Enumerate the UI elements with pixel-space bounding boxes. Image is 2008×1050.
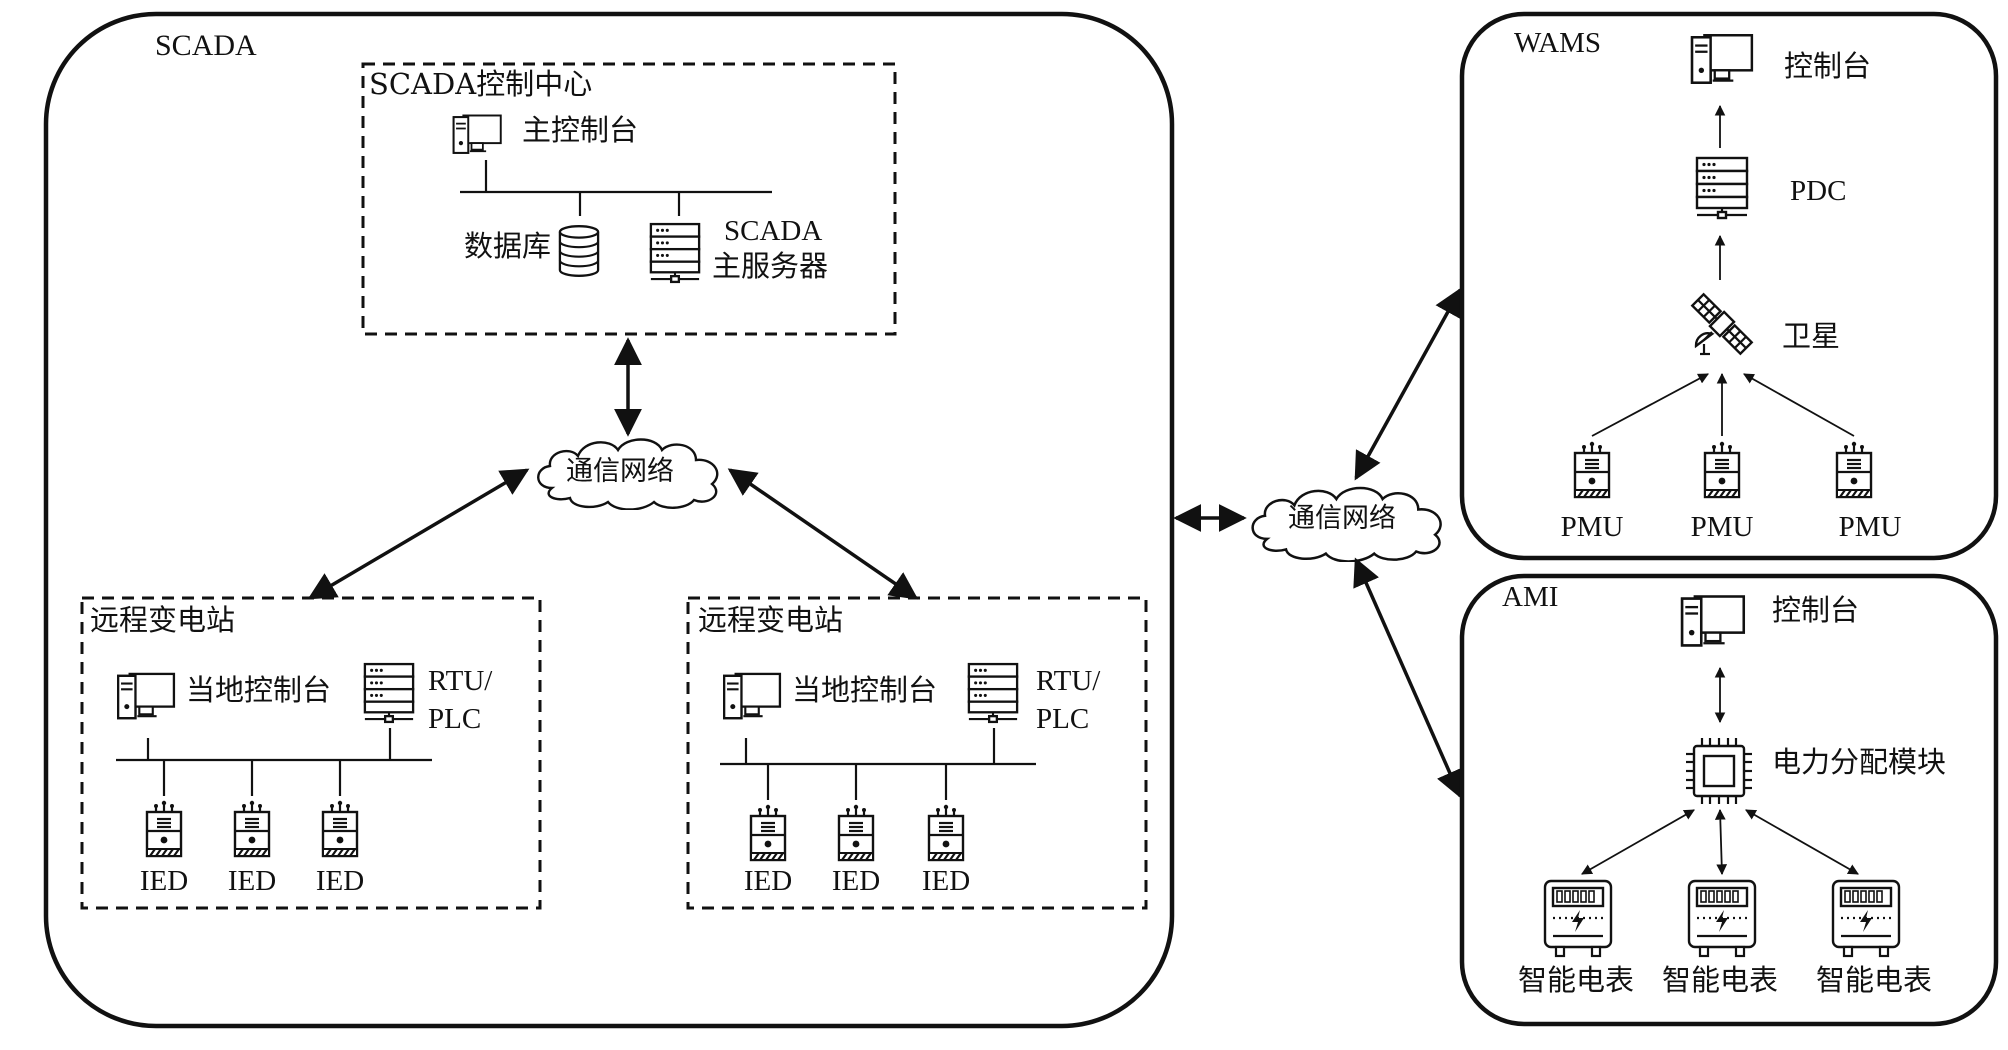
server-label-line2: 主服务器 — [712, 249, 828, 283]
ied-icon — [233, 800, 271, 858]
link-network-wams — [1354, 287, 1462, 481]
ied-label: IED — [140, 865, 188, 897]
meter-label: 智能电表 — [1662, 963, 1778, 997]
ied-label: IED — [316, 865, 364, 897]
pdc-label: PDC — [1790, 175, 1846, 207]
satellite-label: 卫星 — [1782, 319, 1840, 353]
meter-label: 智能电表 — [1816, 963, 1932, 997]
link-module-meter — [1581, 809, 1695, 875]
database-label: 数据库 — [464, 229, 551, 263]
ami-console-label: 控制台 — [1772, 593, 1859, 627]
computer-icon — [1680, 595, 1746, 647]
main-console-label: 主控制台 — [522, 113, 638, 147]
satellite-icon — [1689, 291, 1755, 357]
substation-left: 远程变电站 当地控制台 RTU/ PLC IED IED IED — [80, 596, 542, 910]
smart-meter-icon — [1687, 879, 1757, 958]
ami-border — [1459, 573, 1999, 1027]
server-icon — [649, 222, 701, 284]
substation-title: 远程变电站 — [90, 603, 235, 637]
pmu-label: PMU — [1839, 511, 1902, 543]
smart-meter-icon — [1543, 879, 1613, 958]
server-icon — [967, 662, 1019, 724]
ied-label: IED — [228, 865, 276, 897]
rtu-label-line1: RTU/ — [1036, 665, 1101, 697]
ied-icon — [321, 800, 359, 858]
ied-label: IED — [832, 865, 880, 897]
ami-title: AMI — [1502, 581, 1558, 613]
ied-icon — [837, 804, 875, 862]
module-label: 电力分配模块 — [1772, 745, 1946, 779]
smart-meter-icon — [1831, 879, 1901, 958]
server-icon — [363, 662, 415, 724]
computer-icon — [452, 114, 502, 155]
pmu-label: PMU — [1691, 511, 1754, 543]
link-network-substation-right — [727, 468, 919, 600]
middle-network: 通信网络 — [1173, 287, 1463, 799]
link-pmu-satellite — [1591, 373, 1709, 437]
database-icon — [558, 225, 600, 277]
ied-icon — [927, 804, 965, 862]
scada-network-label: 通信网络 — [566, 456, 674, 487]
rtu-label-line2: PLC — [428, 703, 481, 735]
wams-border — [1459, 11, 1999, 561]
substation-right: 远程变电站 当地控制台 RTU/ PLC IED IED IED — [686, 596, 1148, 910]
server-icon — [1695, 156, 1749, 220]
rtu-label-line2: PLC — [1036, 703, 1089, 735]
ied-label: IED — [744, 865, 792, 897]
wams-console-label: 控制台 — [1784, 49, 1871, 83]
wams-panel: WAMS 控制台 PDC 卫星 PMU PMU PMU — [1459, 11, 1999, 561]
substation-box — [686, 596, 1148, 910]
control-center-box — [361, 62, 897, 336]
substation-box — [80, 596, 542, 910]
link-network-ami — [1353, 557, 1463, 799]
link-module-meter — [1745, 809, 1859, 875]
chip-icon — [1684, 736, 1754, 806]
local-console-label: 当地控制台 — [186, 673, 331, 707]
ied-icon — [749, 804, 787, 862]
scada-title: SCADA — [155, 29, 257, 62]
wams-title: WAMS — [1514, 27, 1601, 59]
pmu-icon — [1835, 440, 1873, 499]
meter-label: 智能电表 — [1518, 963, 1634, 997]
computer-icon — [722, 672, 782, 720]
link-network-substation-left — [307, 468, 530, 600]
link-pmu-satellite — [1743, 373, 1855, 437]
local-console-label: 当地控制台 — [792, 673, 937, 707]
ied-label: IED — [922, 865, 970, 897]
ied-icon — [145, 800, 183, 858]
link-module-meter — [1714, 808, 1728, 876]
server-label-line1: SCADA — [724, 215, 822, 247]
scada-control-center: SCADA控制中心 主控制台 数据库 SCADA 主服务器 — [361, 62, 897, 336]
pmu-icon — [1703, 440, 1741, 499]
scada-border — [43, 11, 1175, 1029]
pmu-icon — [1573, 440, 1611, 499]
middle-network-label: 通信网络 — [1288, 503, 1396, 534]
computer-icon — [116, 672, 176, 720]
ami-panel: AMI 控制台 电力分配模块 智能电表 智能电表 智能电表 — [1459, 573, 1999, 1027]
control-center-title: SCADA控制中心 — [369, 67, 592, 101]
rtu-label-line1: RTU/ — [428, 665, 493, 697]
scada-panel: SCADA SCADA控制中心 主控制台 数据库 SCADA 主服务器 通信网络 — [43, 11, 1175, 1029]
substation-title: 远程变电站 — [698, 603, 843, 637]
pmu-label: PMU — [1561, 511, 1624, 543]
computer-icon — [1690, 33, 1754, 84]
